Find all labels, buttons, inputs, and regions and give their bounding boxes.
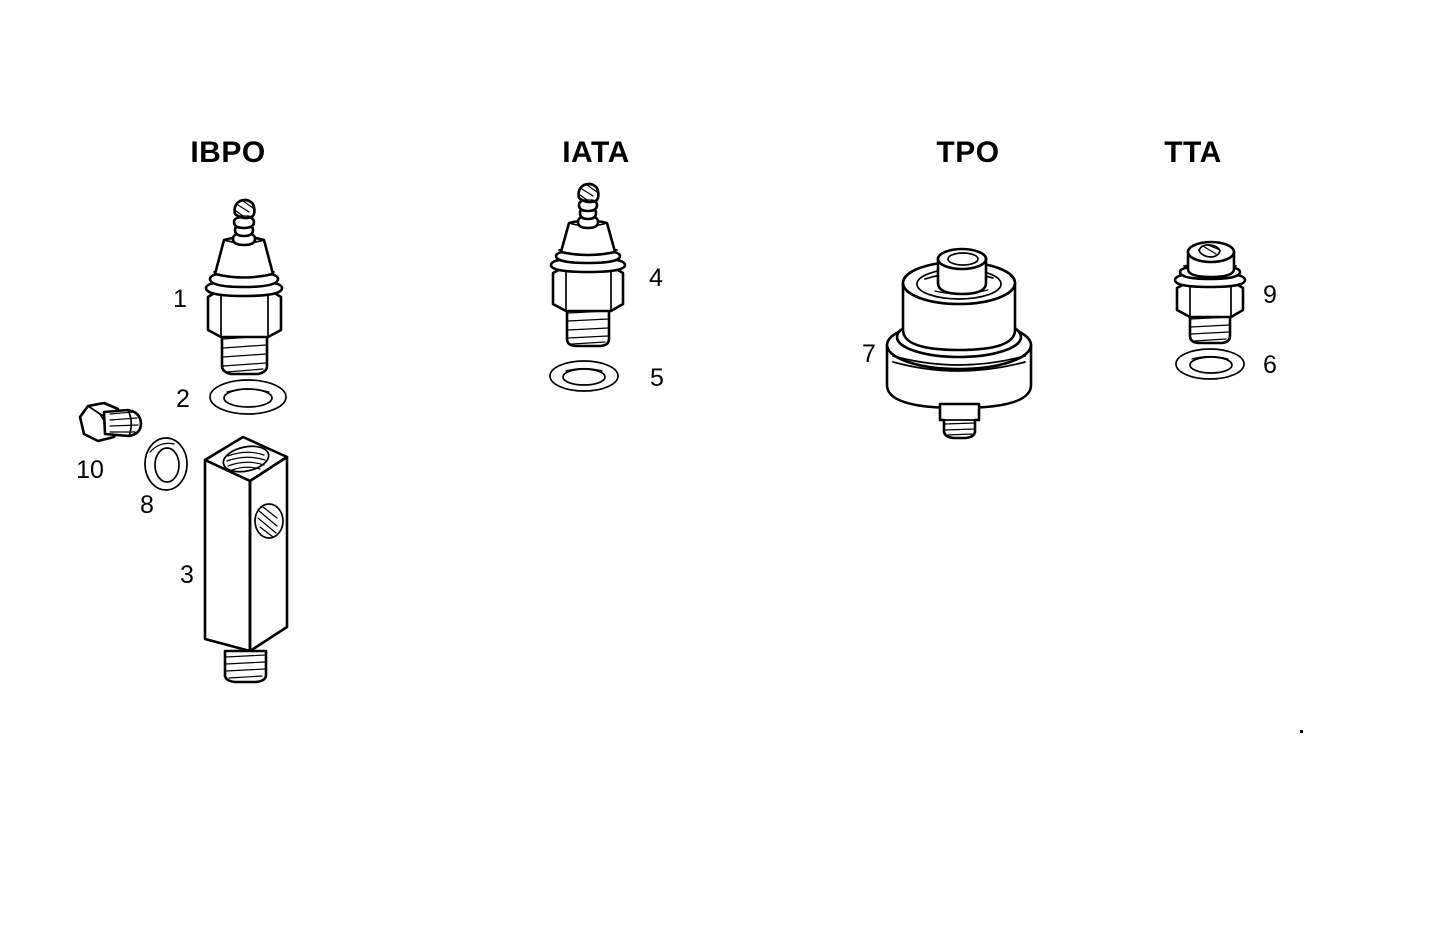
callout-4: 4 xyxy=(649,264,663,292)
part-4-temperature-sender-iata xyxy=(549,182,627,348)
part-1-pressure-sender-ibpo xyxy=(204,198,284,376)
callout-7: 7 xyxy=(862,340,876,368)
callout-6: 6 xyxy=(1263,351,1277,379)
callout-3: 3 xyxy=(180,561,194,589)
part-2-sealing-washer xyxy=(209,379,287,415)
callout-5: 5 xyxy=(650,364,664,392)
group-title-tpo: TPO xyxy=(936,136,999,169)
part-7-pressure-switch-tpo xyxy=(885,247,1033,440)
callout-9: 9 xyxy=(1263,281,1277,309)
part-5-sealing-washer xyxy=(549,360,619,392)
part-8-sealing-washer xyxy=(144,437,188,491)
group-title-iata: IATA xyxy=(562,136,630,169)
part-6-sealing-washer xyxy=(1175,348,1245,380)
group-title-ibpo: IBPO xyxy=(190,136,265,169)
callout-8: 8 xyxy=(140,491,154,519)
group-title-tta: TTA xyxy=(1164,136,1222,169)
part-3-manifold-block xyxy=(203,435,289,684)
callout-2: 2 xyxy=(176,385,190,413)
callout-10: 10 xyxy=(76,456,104,484)
callout-1: 1 xyxy=(173,285,187,313)
part-10-hex-plug xyxy=(78,401,143,443)
stray-speck xyxy=(1300,730,1303,733)
part-9-temperature-sender-tta xyxy=(1173,240,1247,345)
